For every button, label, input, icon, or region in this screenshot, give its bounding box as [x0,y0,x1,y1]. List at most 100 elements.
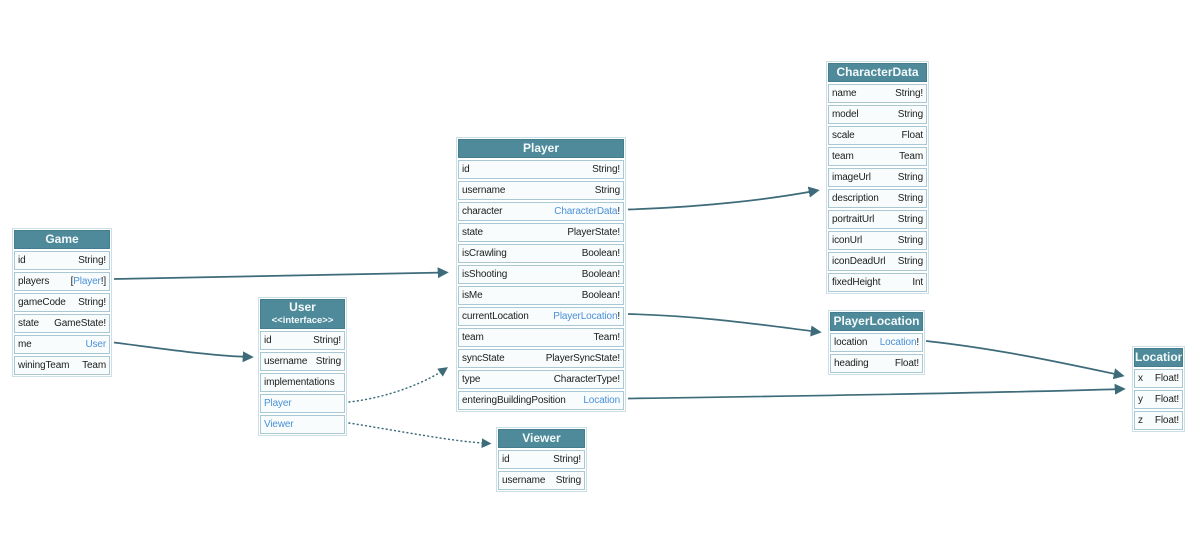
implementation-link[interactable]: Viewer [264,419,294,430]
entity-title: User [289,300,316,314]
edge-game-players-to-player [113,267,449,280]
field-name: type [462,374,481,385]
field-type: Team [82,360,106,371]
type-text: Boolean! [581,248,620,259]
field-row[interactable]: team Team [828,147,927,166]
field-row[interactable]: winingTeam Team [14,356,110,375]
entity-header[interactable]: CharacterData [828,63,927,82]
entity-header[interactable]: Game [14,230,110,249]
type-link[interactable]: Player [73,276,101,287]
field-name: username [462,185,506,196]
field-name: winingTeam [18,360,70,371]
field-type: Location [583,395,620,406]
entity-header[interactable]: Location [1134,348,1183,367]
type-text: Float! [1154,394,1179,405]
field-name: username [502,475,546,486]
type-link[interactable]: Location [879,337,917,348]
field-row[interactable]: character CharacterData! [458,202,624,221]
type-text: String [897,214,923,225]
field-name: state [18,318,39,329]
entity-header[interactable]: PlayerLocation [830,312,923,331]
entity-title: Player [522,141,560,155]
type-text: PlayerState! [567,227,620,238]
field-type: CharacterData! [554,206,620,217]
field-row[interactable]: me User [14,335,110,354]
implementation-link-row[interactable]: Viewer [260,415,345,434]
field-type: Team! [594,332,621,343]
field-name: location [834,337,868,348]
entity-header[interactable]: User<<interface>> [260,299,345,329]
field-name: id [264,335,272,346]
field-type: Float [902,130,924,141]
implementation-link[interactable]: Player [264,398,292,409]
entity-title: Location [1135,350,1183,364]
field-type: String! [78,255,106,266]
type-text: String! [78,297,106,308]
field-row[interactable]: players[Player!] [14,272,110,291]
type-text: String [897,235,923,246]
type-text: Boolean! [581,269,620,280]
type-link[interactable]: PlayerLocation [553,311,618,322]
field-name: character [462,206,503,217]
field-name: state [462,227,483,238]
field-type: String [898,193,923,204]
type-text: String [897,193,923,204]
field-name: team [832,151,854,162]
type-link[interactable]: CharacterData [554,206,618,217]
field-type: String [595,185,620,196]
type-text: String [897,109,923,120]
field-type: Boolean! [582,290,620,301]
field-type: String [898,235,923,246]
type-link[interactable]: User [85,339,106,350]
field-row[interactable]: state PlayerState! [458,223,624,242]
field-row[interactable]: location Location! [830,333,923,352]
field-type: Team [899,151,923,162]
field-row[interactable]: type CharacterType! [458,370,624,389]
field-name: fixedHeight [832,277,881,288]
type-link[interactable]: Location [583,395,620,406]
field-type: CharacterType! [554,374,620,385]
type-text: Int [912,277,923,288]
edge-player-enteringbuildingposition-to-location [627,383,1126,400]
field-name: username [264,356,308,367]
field-type: Location! [880,337,919,348]
field-type: String [898,172,923,183]
field-name: me [18,339,32,350]
field-row[interactable]: fixedHeight Int [828,273,927,292]
field-type: PlayerSyncState! [546,353,620,364]
entity-header[interactable]: Player [458,139,624,158]
implementation-link-row[interactable]: Player [260,394,345,413]
entity-header[interactable]: Viewer [498,429,585,448]
field-row[interactable]: username String [458,181,624,200]
